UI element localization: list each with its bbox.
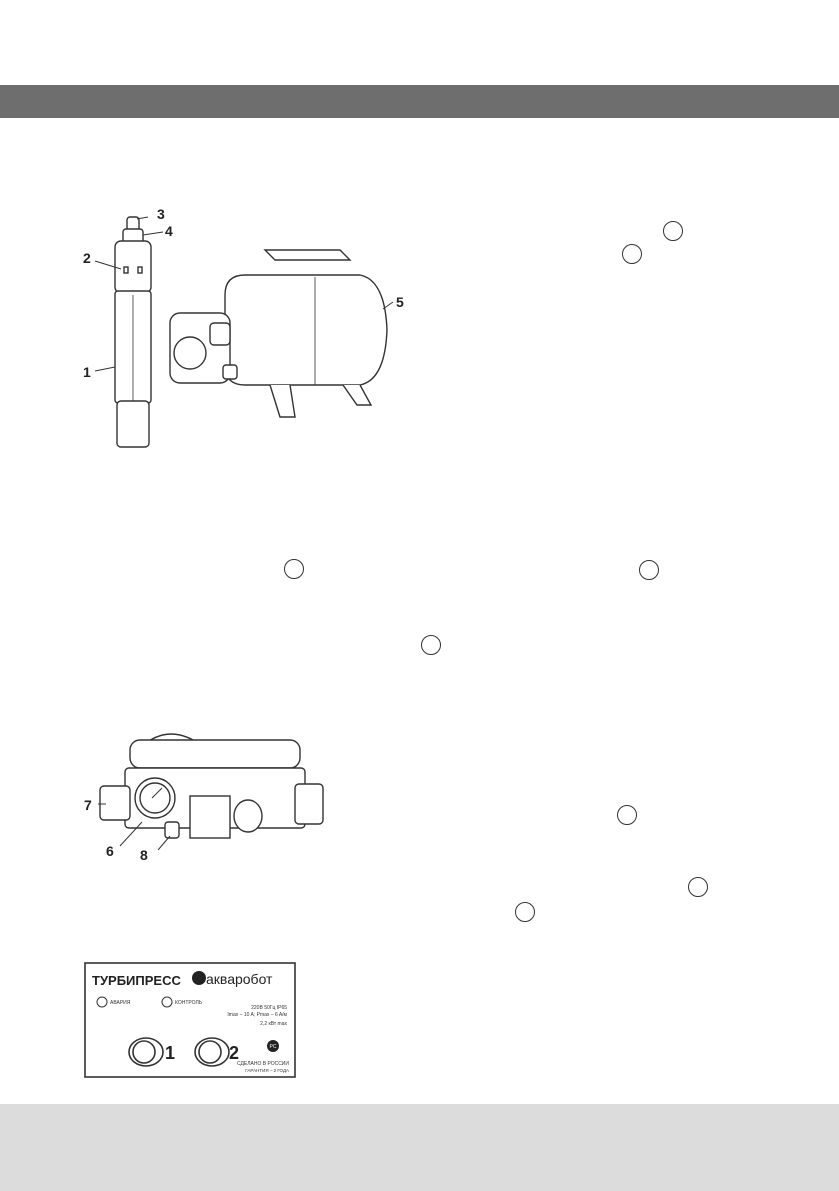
figure-control-panel: ТУРБИПРЕСС акваробот АВАРИЯ КОНТРОЛЬ 220…	[84, 962, 296, 1078]
figure-pump-and-tank: 1 2 3 4 5	[83, 206, 404, 448]
spec-line-2: Imax – 10 A; Pmax – 6 A/м	[227, 1012, 287, 1018]
brand-label: ТУРБИПРЕСС	[92, 973, 181, 988]
button-1-label: 1	[165, 1043, 175, 1063]
control-label: КОНТРОЛЬ	[175, 1000, 203, 1006]
alarm-label: АВАРИЯ	[110, 1000, 131, 1006]
callout-5: 5	[396, 294, 404, 310]
control-indicator-icon	[161, 996, 173, 1008]
reference-circle	[421, 635, 441, 655]
figure-control-unit: 7 6 8	[84, 733, 324, 863]
reference-circle	[688, 877, 708, 897]
warranty-label: ГАРАНТИЯ – 2 ГОДА	[245, 1068, 289, 1073]
certification-mark-icon	[267, 1040, 279, 1052]
reference-circle	[284, 559, 304, 579]
hydro-tank	[169, 249, 388, 418]
callout-8: 8	[140, 847, 148, 863]
callout-7: 7	[84, 797, 92, 813]
reference-circle	[663, 221, 683, 241]
reference-circle	[639, 560, 659, 580]
submersible-pump	[114, 216, 152, 448]
reference-circle	[617, 805, 637, 825]
button-1[interactable]: 1	[128, 1037, 175, 1067]
reference-circle	[515, 902, 535, 922]
button-2-label: 2	[229, 1043, 239, 1063]
reference-circle	[622, 244, 642, 264]
spec-line-1: 220В 50Гц IP65	[251, 1005, 287, 1011]
callout-2: 2	[83, 250, 91, 266]
spec-line-3: 2,2 кВт max	[260, 1021, 287, 1027]
footer-band	[0, 1104, 839, 1191]
callout-6: 6	[106, 843, 114, 859]
made-in-label: СДЕЛАНО В РОССИИ	[237, 1061, 289, 1067]
callout-1: 1	[83, 364, 91, 380]
header-bar	[0, 85, 839, 118]
button-2[interactable]: 2	[194, 1037, 239, 1067]
aquarobot-logo: акваробот	[192, 971, 273, 987]
alarm-indicator-icon	[96, 996, 108, 1008]
callout-3: 3	[157, 206, 165, 222]
callout-4: 4	[165, 223, 173, 239]
certification-mark: РС	[270, 1044, 277, 1050]
logo-text: акваробот	[206, 971, 273, 987]
